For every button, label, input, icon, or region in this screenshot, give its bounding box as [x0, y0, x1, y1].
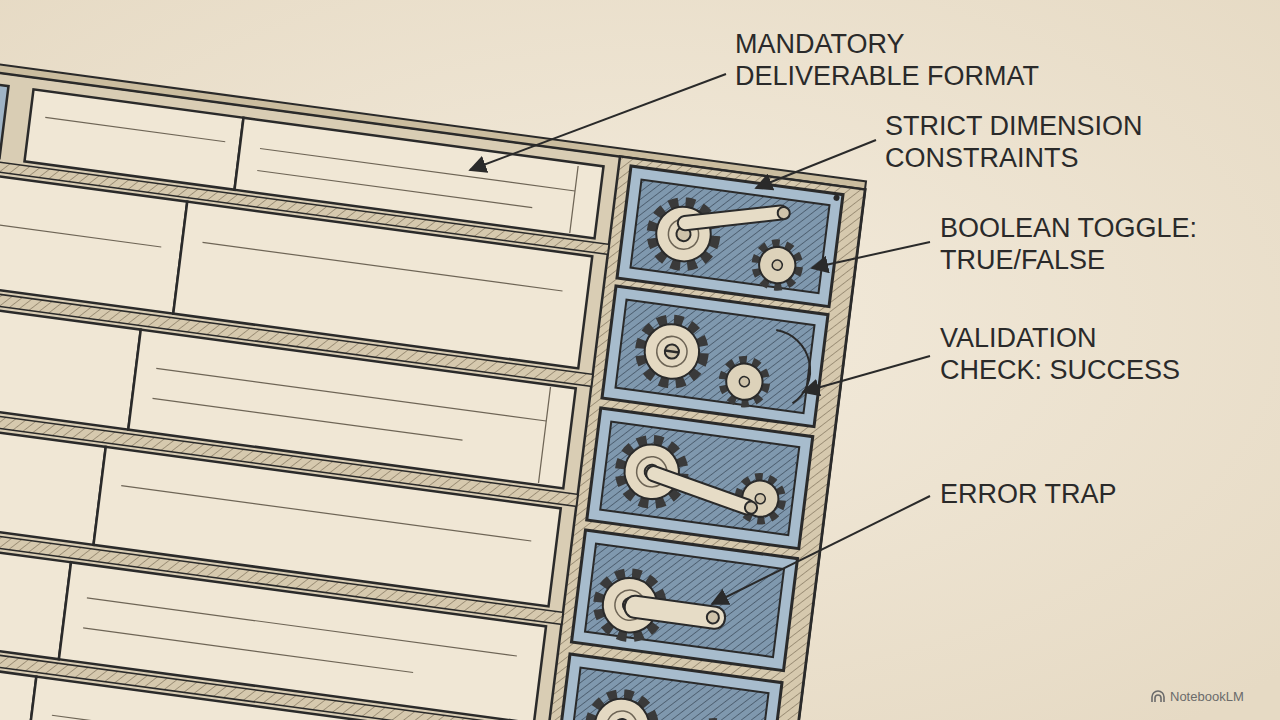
gear-box — [602, 286, 828, 427]
leader-line — [803, 356, 930, 392]
corner-panel — [0, 74, 9, 158]
callout-label: BOOLEAN TOGGLE: TRUE/FALSE — [940, 212, 1240, 277]
leader-line — [756, 140, 876, 188]
watermark-icon — [1152, 691, 1164, 702]
callout-label: MANDATORY DELIVERABLE FORMAT — [735, 28, 1065, 93]
leader-line — [712, 496, 930, 604]
leader-lines — [470, 74, 930, 604]
table-frame — [0, 54, 866, 720]
watermark: NotebookLM — [1170, 689, 1244, 705]
gear-box — [556, 654, 782, 720]
callout-label: VALIDATION CHECK: SUCCESS — [940, 322, 1195, 387]
gear-box — [587, 408, 813, 549]
gear-box — [617, 166, 843, 307]
table-cells — [0, 74, 604, 720]
callout-label: ERROR TRAP — [940, 478, 1240, 510]
cell-lines — [0, 80, 578, 720]
gear-box — [572, 530, 798, 671]
leader-line — [812, 242, 930, 268]
callout-label: STRICT DIMENSION CONSTRAINTS — [885, 110, 1185, 175]
leader-line — [470, 74, 726, 170]
frame-outer — [0, 62, 865, 720]
